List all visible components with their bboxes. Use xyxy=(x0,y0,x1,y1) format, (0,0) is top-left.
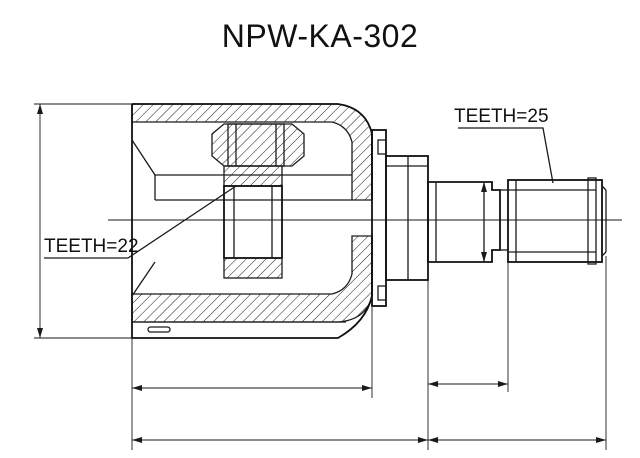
bore-chamfer-bottom xyxy=(131,261,156,297)
part-number-title: NPW-KA-302 xyxy=(221,18,419,54)
bore-chamfer-top xyxy=(131,139,156,176)
output-shaft xyxy=(427,177,607,265)
seal-ring-top xyxy=(377,139,387,155)
housing-wall-bottom xyxy=(131,235,373,323)
teeth-label-tripod: TEETH=22 xyxy=(44,236,139,257)
leader-left xyxy=(44,185,237,259)
housing-slot xyxy=(147,326,171,333)
tripod-spider xyxy=(223,165,283,279)
seal-ring-bottom xyxy=(377,285,387,301)
teeth-label-shaft: TEETH=25 xyxy=(454,106,549,127)
shaft-spline xyxy=(507,179,603,263)
tripod-roller-top xyxy=(211,123,305,167)
circlip-groove xyxy=(587,177,597,265)
housing-flange xyxy=(371,129,429,307)
leader-right xyxy=(458,127,554,184)
dimensions xyxy=(34,103,607,450)
